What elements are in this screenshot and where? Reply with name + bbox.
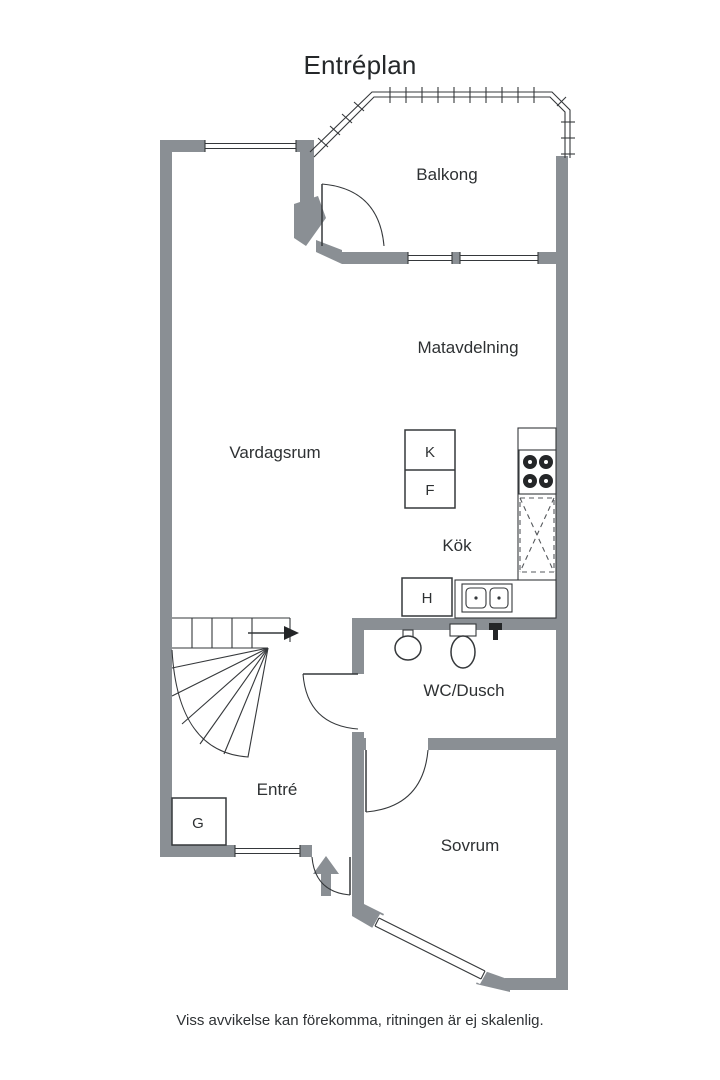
balcony-door (321, 183, 385, 247)
faucet-icon (489, 623, 502, 640)
doors (302, 183, 429, 896)
walls (160, 140, 568, 992)
kitchen-fixtures: K F H (401, 427, 557, 619)
windows (204, 140, 539, 984)
room-label-vardagsrum: Vardagsrum (229, 443, 320, 462)
stove-icon (518, 449, 557, 495)
fridge-label: K (425, 444, 435, 461)
room-label-entre: Entré (257, 780, 298, 799)
window (234, 845, 301, 857)
entrance-door (311, 856, 351, 896)
fridge-freezer-unit: K F (404, 429, 456, 509)
room-label-wc-dusch: WC/Dusch (423, 681, 504, 700)
stairs-direction-arrow (248, 626, 299, 640)
toilet-icon (449, 623, 477, 669)
bathroom-fixtures (394, 623, 502, 669)
disclaimer-text: Viss avvikelse kan förekomma, ritningen … (176, 1012, 544, 1029)
balcony-door-jamb (294, 196, 326, 246)
room-labels: Balkong Matavdelning Vardagsrum Kök WC/D… (229, 165, 518, 855)
h-cabinet: H (401, 577, 453, 617)
room-label-balkong: Balkong (416, 165, 477, 184)
stairs (171, 617, 299, 758)
room-label-sovrum: Sovrum (441, 836, 500, 855)
window (371, 914, 489, 984)
page-title: Entréplan (303, 50, 417, 80)
washbasin-icon (394, 629, 422, 661)
window (204, 140, 297, 152)
h-label: H (422, 590, 433, 607)
sink-icon (461, 583, 513, 613)
freezer-label: F (425, 482, 434, 499)
wardrobe: G (171, 797, 227, 846)
room-label-kok: Kök (442, 536, 472, 555)
window (407, 252, 453, 264)
bedroom-door (365, 749, 429, 813)
entrance-arrow-icon (313, 856, 339, 896)
wc-door (302, 673, 359, 730)
room-label-matavdelning: Matavdelning (417, 338, 518, 357)
wardrobe-label: G (192, 815, 204, 832)
balcony-railing (309, 87, 575, 158)
window (459, 252, 539, 264)
cabinet-dashed (519, 497, 555, 573)
